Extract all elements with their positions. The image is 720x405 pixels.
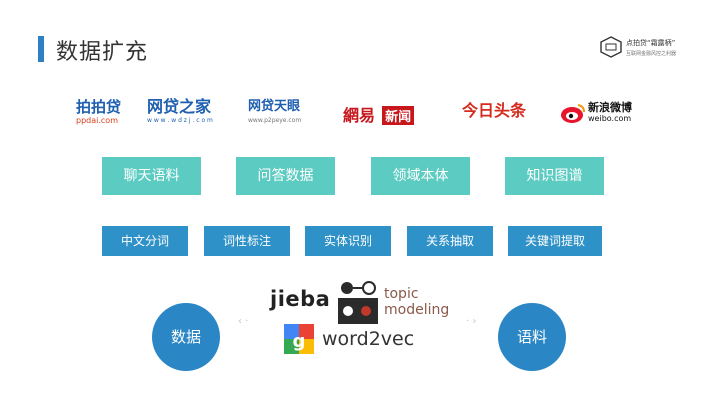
word2vec-label: word2vec	[322, 328, 415, 350]
task-pos-tagging[interactable]: 词性标注	[204, 226, 290, 256]
task-entity-recognition[interactable]: 实体识别	[305, 226, 391, 256]
corner-logo-title: 点拍贷“霜露柄”	[626, 39, 676, 47]
title-accent-bar	[38, 36, 44, 62]
weibo-eye-icon	[561, 104, 585, 123]
corner-logo-subtitle: 互联网金融风控之利器	[626, 51, 677, 57]
right-arrow-icon: · ›	[466, 316, 477, 327]
source-logo-netease-news: 網易 新闻	[343, 102, 415, 136]
google-logo-icon: g	[284, 324, 314, 354]
data-source-logos: 拍拍贷 ppdai.com 网贷之家 w w w . w d z j . c o…	[0, 98, 720, 132]
category-chat-corpus[interactable]: 聊天语料	[102, 157, 201, 195]
tool-topic-modeling: topic modeling	[336, 280, 456, 328]
task-word-segmentation[interactable]: 中文分词	[102, 226, 188, 256]
task-keyword-extraction[interactable]: 关键词提取	[508, 226, 602, 256]
topic-modeling-label: topic modeling	[384, 286, 450, 318]
slide-title: 数据扩充	[56, 40, 149, 65]
left-arrow-icon: ‹ ·	[238, 316, 249, 327]
source-logo-wdzj: 网贷之家 w w w . w d z j . c o m	[147, 97, 213, 125]
source-logo-ppdai: 拍拍贷 ppdai.com	[76, 98, 122, 125]
svg-text:g: g	[293, 331, 306, 352]
data-circle[interactable]: 数据	[152, 303, 220, 371]
topic-modeling-icon	[338, 281, 378, 324]
task-relation-extraction[interactable]: 关系抽取	[407, 226, 493, 256]
corpus-circle[interactable]: 语料	[498, 303, 566, 371]
corner-logo: 点拍贷“霜露柄” 互联网金融风控之利器	[598, 34, 698, 64]
category-knowledge-graph[interactable]: 知识图谱	[505, 157, 604, 195]
tool-jieba: jieba	[270, 287, 331, 311]
category-qa-data[interactable]: 问答数据	[236, 157, 335, 195]
source-logo-toutiao: 今日头条	[462, 101, 527, 120]
tool-word2vec: g word2vec	[283, 323, 423, 355]
cube-logo-icon	[600, 36, 622, 58]
category-domain-ontology[interactable]: 领域本体	[371, 157, 470, 195]
source-logo-p2peye: 网贷天眼 www.p2peye.com	[248, 99, 302, 124]
